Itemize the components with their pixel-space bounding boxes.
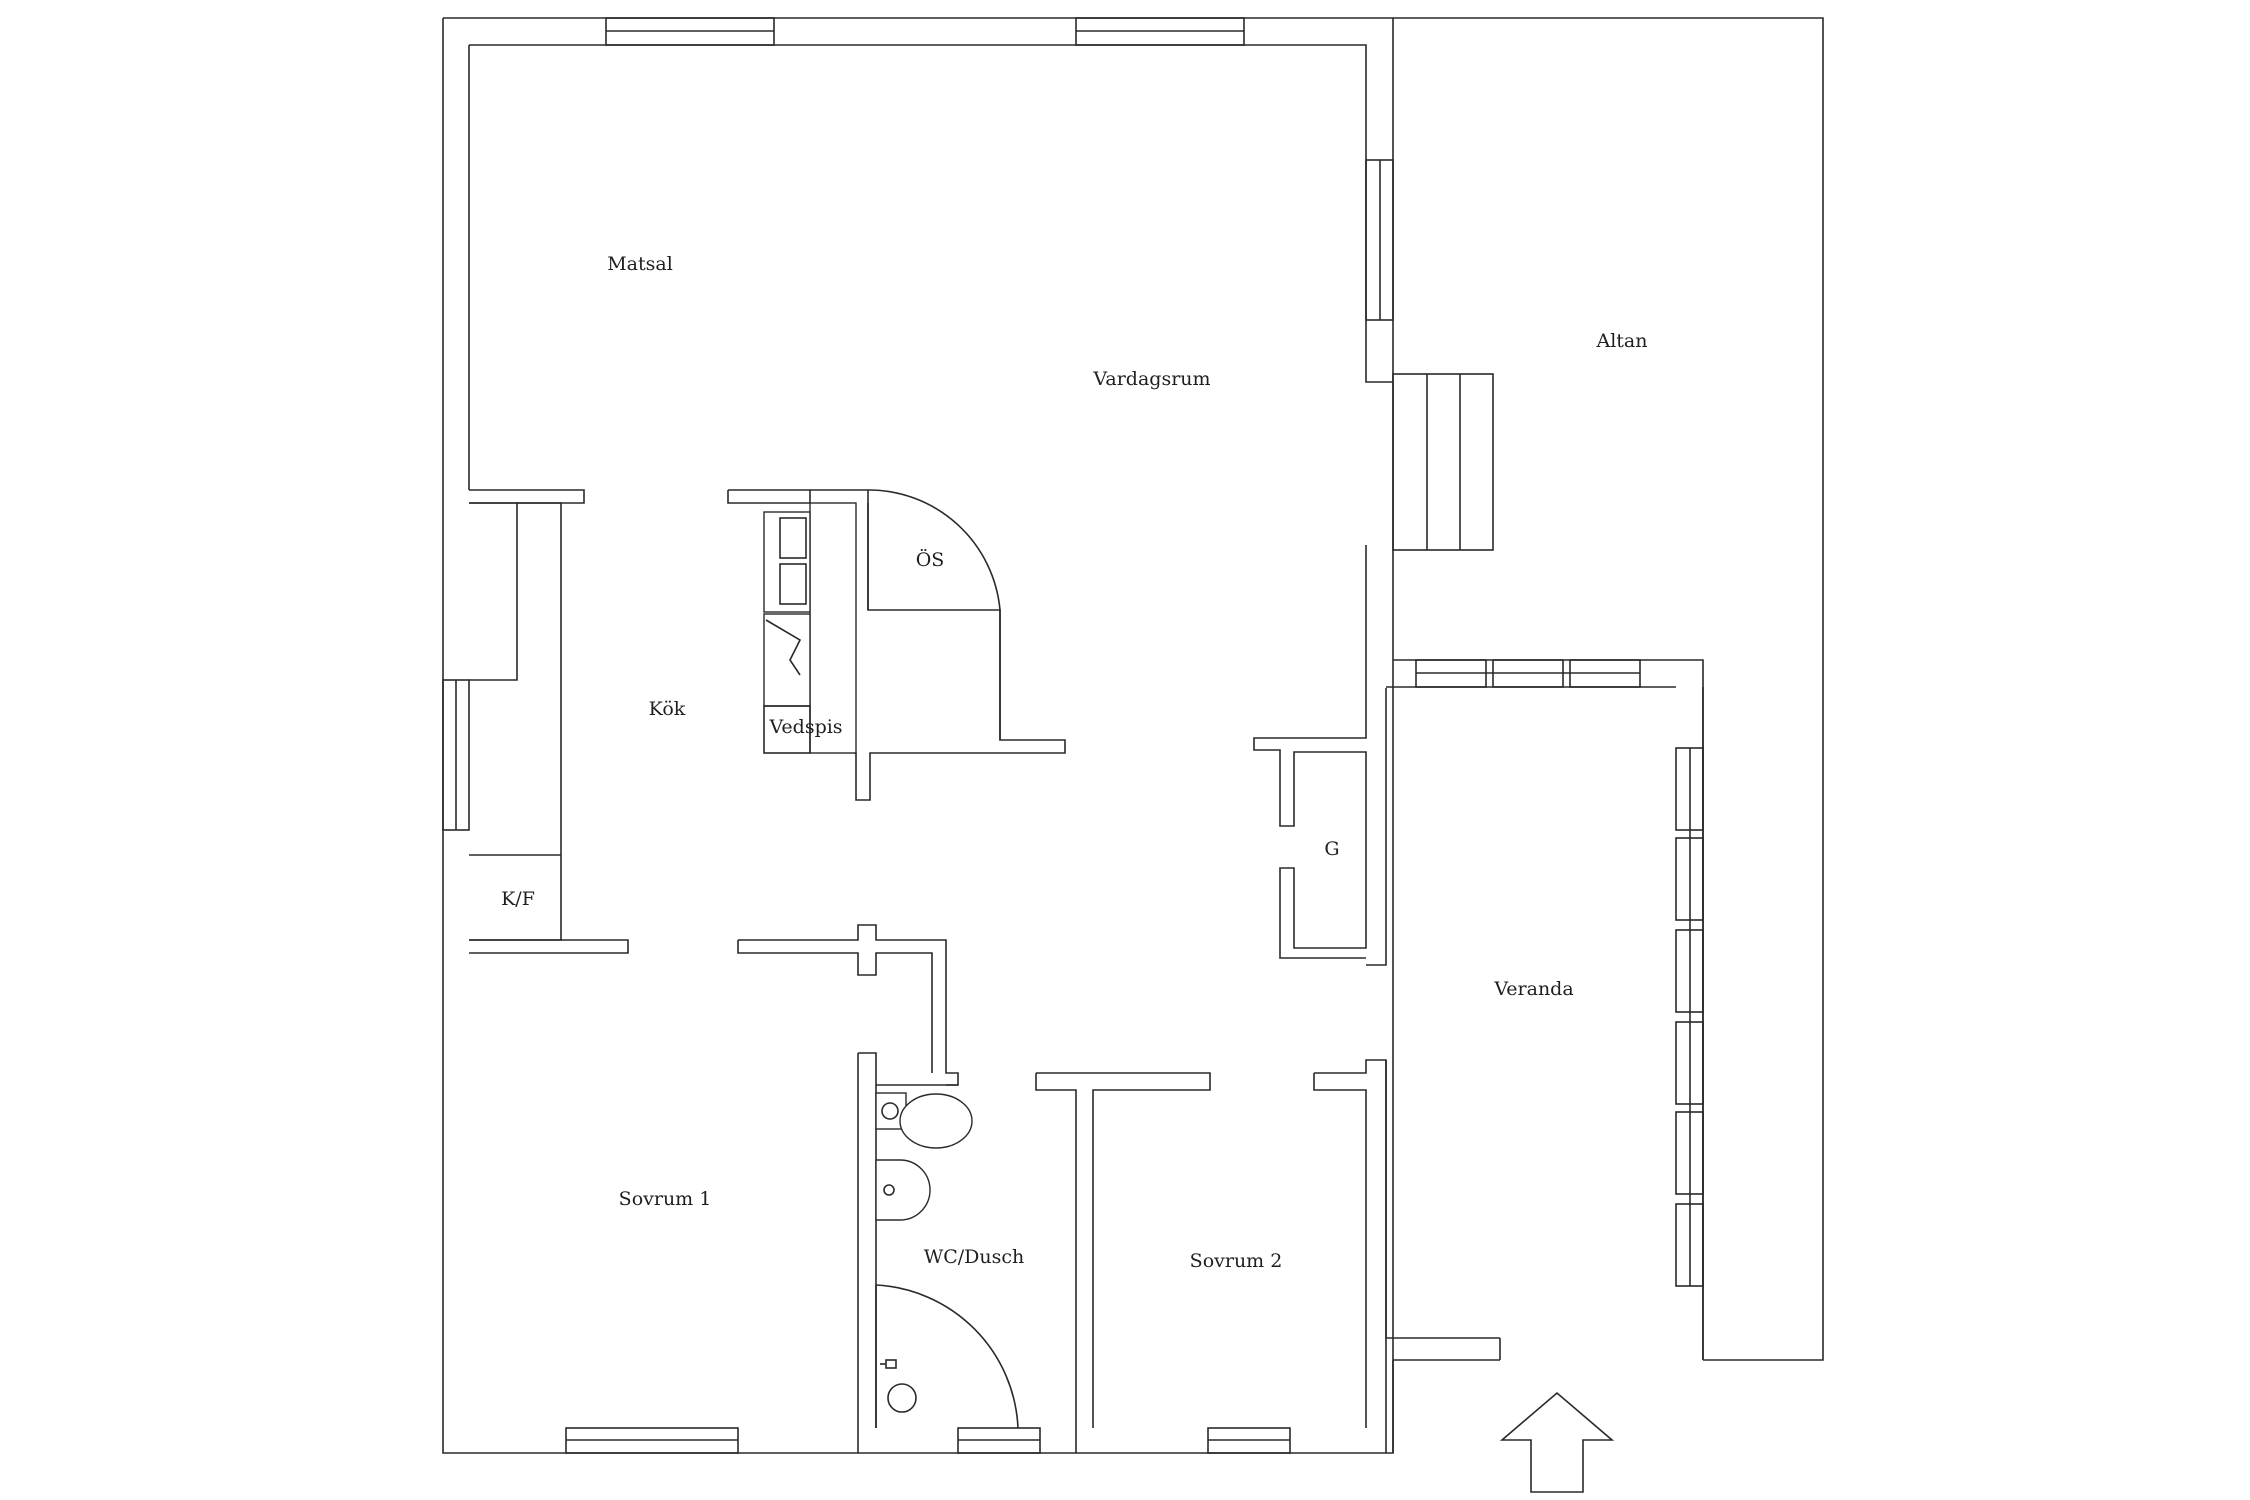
label-vedspis: Vedspis <box>768 716 842 738</box>
label-altan: Altan <box>1596 330 1648 352</box>
label-matsal: Matsal <box>607 253 673 275</box>
label-wc-dusch: WC/Dusch <box>924 1246 1025 1268</box>
exterior-walls <box>442 17 1824 1454</box>
interior-walls <box>469 489 1704 1453</box>
kitchen-fixtures <box>763 502 857 754</box>
room-labels: Matsal Vardagsrum Altan ÖS Kök Vedspis K… <box>501 253 1647 1272</box>
label-sovrum-2: Sovrum 2 <box>1190 1250 1283 1272</box>
label-os: ÖS <box>916 548 945 571</box>
bathroom-fixtures <box>875 1092 1019 1429</box>
label-vardagsrum: Vardagsrum <box>1092 368 1210 390</box>
label-kok: Kök <box>649 698 686 720</box>
shower-icon <box>875 1284 1019 1429</box>
label-kf: K/F <box>501 888 535 910</box>
toilet-icon <box>875 1092 973 1149</box>
sink-icon <box>875 1159 931 1221</box>
altan-steps <box>1392 373 1494 551</box>
windows <box>442 17 1704 1454</box>
double-sink-icon <box>763 511 811 613</box>
stove-icon <box>763 613 811 707</box>
label-sovrum-1: Sovrum 1 <box>619 1188 712 1210</box>
label-g: G <box>1324 838 1339 860</box>
entrance-arrow-icon <box>1499 1391 1615 1493</box>
label-veranda: Veranda <box>1493 978 1573 1000</box>
